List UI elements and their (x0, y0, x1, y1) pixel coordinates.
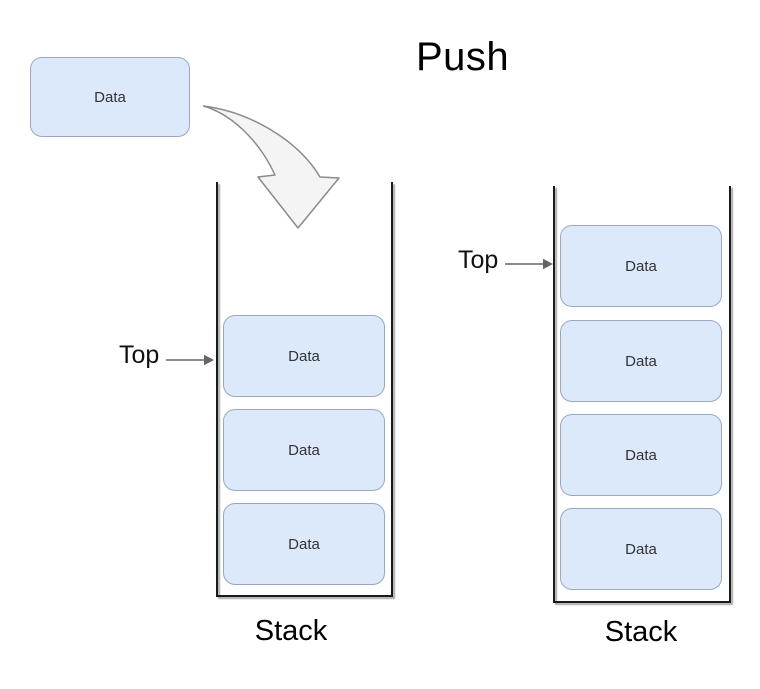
left-stack-item-1-label: Data (288, 347, 320, 365)
left-stack-item-3-label: Data (288, 535, 320, 553)
incoming-data-label: Data (94, 88, 126, 106)
right-stack-caption: Stack (604, 616, 678, 648)
left-stack-item-3: Data (223, 503, 385, 585)
left-top-pointer-label: Top (119, 341, 160, 369)
incoming-data-box: Data (30, 57, 190, 137)
right-stack-item-2-label: Data (625, 352, 657, 370)
left-stack-item-1: Data (223, 315, 385, 397)
right-stack-item-3: Data (560, 414, 722, 496)
left-stack-caption: Stack (254, 615, 328, 647)
right-stack-container (553, 186, 731, 603)
right-top-pointer-arrow-icon (505, 258, 553, 270)
right-stack-item-1-label: Data (625, 257, 657, 275)
diagram-title: Push (416, 35, 510, 79)
right-stack-item-3-label: Data (625, 446, 657, 464)
right-stack-item-4: Data (560, 508, 722, 590)
push-curved-arrow-icon (202, 105, 340, 229)
left-stack-container (216, 182, 393, 597)
left-top-pointer-arrow-icon (166, 354, 214, 366)
right-stack-item-2: Data (560, 320, 722, 402)
right-top-pointer-label: Top (458, 246, 499, 274)
left-stack-item-2: Data (223, 409, 385, 491)
left-stack-item-2-label: Data (288, 441, 320, 459)
right-stack-item-1: Data (560, 225, 722, 307)
right-stack-item-4-label: Data (625, 540, 657, 558)
